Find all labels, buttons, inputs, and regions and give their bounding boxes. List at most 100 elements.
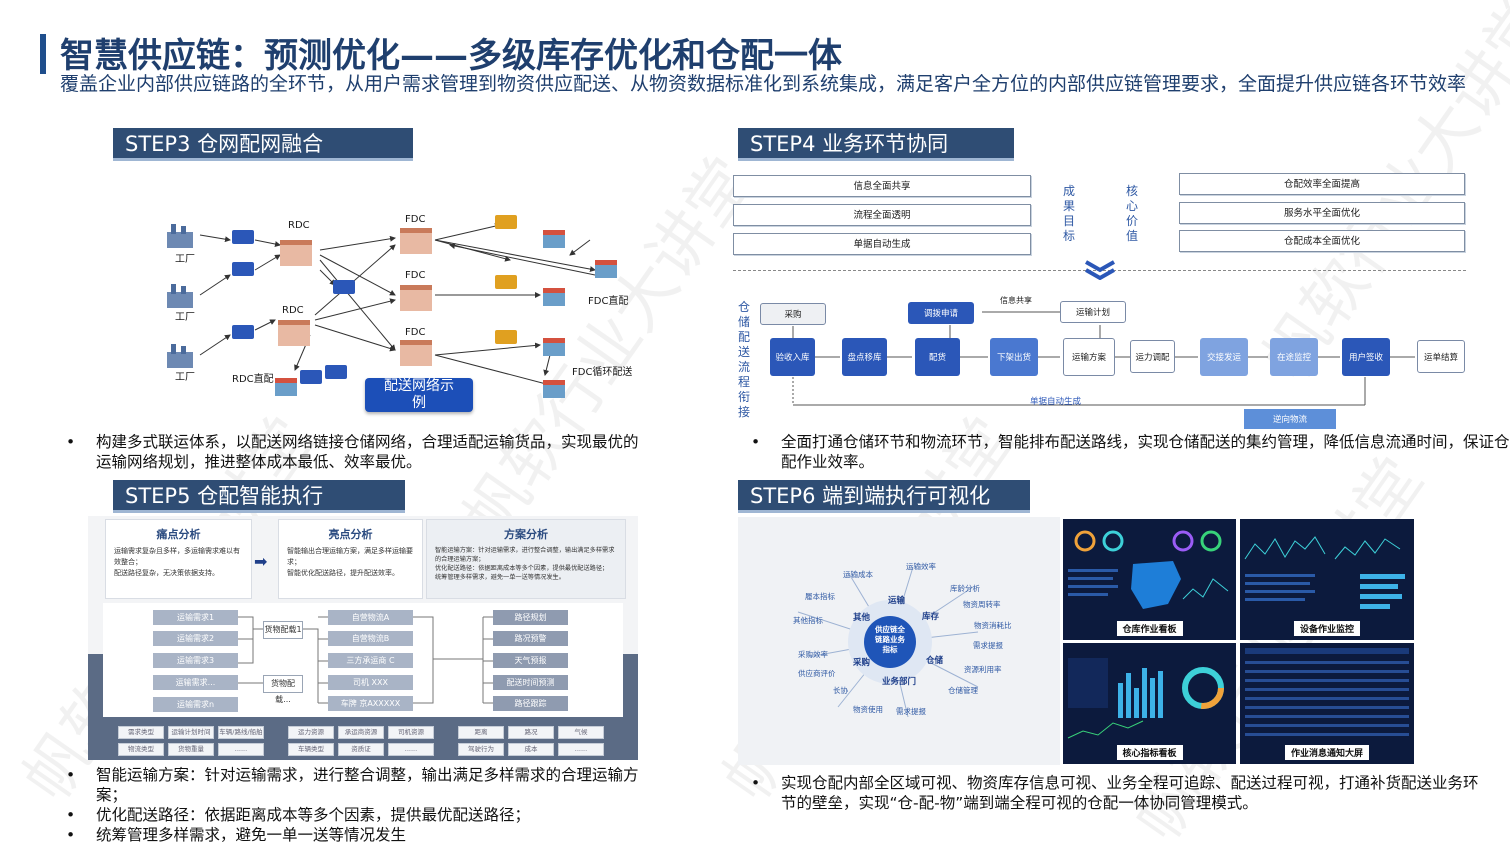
- panel-text: 智能运输方案：针对运输需求，进行整合调整，输出满足多样需求的合理运输方案； 优化…: [427, 542, 625, 586]
- step5-figure: 痛点分析 运输需求复杂且多样，多运输需求难以有效整合； 配送路径复杂，无决策依据…: [88, 516, 638, 760]
- flow-step-handover: 交接发运: [1200, 338, 1248, 376]
- output-box: 路径跟踪: [493, 696, 568, 711]
- fdc-label: FDC: [405, 270, 426, 281]
- ring-label: 库存: [922, 612, 940, 622]
- panel-item: 智能运输方案：针对运输需求，进行整合调整，输出满足多样需求的合理运输方案；: [435, 547, 615, 563]
- flow-step-inventory: 盘点移库: [842, 338, 887, 376]
- rdc-label: RDC: [282, 305, 304, 316]
- flow-step-transport-scheme: 运输方案: [1063, 338, 1115, 376]
- result-box: 信息全面共享: [733, 175, 1031, 197]
- output-box: 配送时间预测: [493, 675, 568, 690]
- factor-cell: 运力资源: [288, 726, 334, 739]
- pain-panel: 痛点分析 运输需求复杂且多样，多运输需求难以有效整合； 配送路径复杂，无决策依据…: [105, 519, 252, 599]
- value-box: 仓配效率全面提高: [1179, 173, 1465, 195]
- panel-item: 运输需求复杂且多样，多运输需求难以有效整合；: [114, 547, 240, 566]
- step6-heading: STEP6 端到端执行可视化: [738, 480, 1030, 513]
- output-box: 路况预警: [493, 631, 568, 646]
- demand-box: 运输需求1: [153, 610, 238, 625]
- branch-label: 需求提报: [973, 641, 1003, 650]
- fdc-label: FDC: [405, 214, 426, 225]
- output-box: 天气预报: [493, 653, 568, 668]
- carrier-box: 三方承运商 C: [328, 653, 413, 668]
- factor-cell: 驾驶行为: [458, 743, 504, 756]
- warehouse-icon: [280, 240, 312, 266]
- branch-label: 库龄分析: [950, 584, 980, 593]
- panel-title: 痛点分析: [156, 528, 201, 541]
- flow-step-dispatch: 运力调配: [1130, 340, 1175, 373]
- step3-network-diagram: 工厂 工厂 工厂 RDC RDC FDC FDC FDC FDC直配 FDC循环…: [150, 200, 670, 420]
- demand-box: 运输需求n: [153, 697, 238, 712]
- branch-label: 物资使用: [853, 705, 883, 714]
- carrier-box: 自营物流A: [328, 610, 413, 625]
- dashboard-warehouse: 仓库作业看板: [1063, 519, 1236, 640]
- warehouse-icon: [278, 320, 310, 346]
- panel-text: 智能输出合理运输方案，满足多样运输要求； 智能优化配送路径，提升配送效率。: [279, 542, 422, 583]
- factory-icon: [165, 280, 195, 310]
- title-accent-bar: [40, 34, 46, 74]
- branch-label: 长协: [833, 686, 848, 695]
- store-icon: [595, 260, 617, 278]
- factor-cell: 车辆/路线/船舶: [218, 726, 264, 739]
- truck-icon: [232, 262, 254, 276]
- output-box: 路径规划: [493, 610, 568, 625]
- bullet-item: 实现仓配内部全区域可视、物资库存信息可视、业务全程可追踪、配送过程可视，打通补货…: [745, 773, 1490, 813]
- bullet-item: 优化配送路径：依据距离成本等多个因素，提供最优配送路径；: [60, 805, 650, 825]
- value-label: 核心价值: [1125, 184, 1138, 243]
- fdc-loop-label: FDC循环配送: [572, 367, 633, 378]
- factor-cell: 资质证: [338, 743, 384, 756]
- step4-heading: STEP4 业务环节协同: [738, 128, 1014, 161]
- doc-auto-label: 单据自动生成: [1030, 397, 1082, 407]
- flow-step-user-sign: 用户签收: [1342, 338, 1390, 376]
- panel-item: 智能输出合理运输方案，满足多样运输要求；: [287, 547, 413, 566]
- flow-step-allocate: 配货: [915, 338, 960, 376]
- factory-icon: [165, 340, 195, 370]
- carrier-box: 自营物流B: [328, 631, 413, 646]
- factor-cell: ......: [558, 743, 604, 756]
- branch-label: 仓储管理: [948, 686, 978, 695]
- process-flow: 采购 调拨申请 信息共享 运输计划 验收入库 盘点移库 配货 下架出货 运输方案…: [760, 295, 1475, 430]
- bullet-item: 智能运输方案：针对运输需求，进行整合调整，输出满足多样需求的合理运输方案；: [60, 765, 650, 805]
- highlight-panel: 亮点分析 智能输出合理运输方案，满足多样运输要求； 智能优化配送路径，提升配送效…: [278, 519, 423, 599]
- panel-item: 智能优化配送路径，提升配送效率。: [287, 569, 399, 577]
- truck-icon: [232, 325, 254, 339]
- truck-icon: [232, 230, 254, 244]
- truck-icon: [495, 330, 517, 344]
- branch-label: 供应商评价: [798, 669, 836, 678]
- fdc-label: FDC: [405, 327, 426, 338]
- branch-label: 需求提报: [896, 707, 926, 716]
- branch-label: 物资周转率: [963, 600, 1001, 609]
- dashboard-graphic: [1068, 530, 1229, 609]
- truck-icon: [495, 215, 517, 229]
- factor-cell: 司机资源: [388, 726, 434, 739]
- flow-step-transfer-apply: 调拨申请: [908, 302, 974, 324]
- factor-cell: 气候: [558, 726, 604, 739]
- factory-label: 工厂: [175, 312, 195, 323]
- network-arrows: [199, 223, 596, 387]
- cargo-box: 货物配载1: [263, 621, 303, 639]
- flow-step-transport-plan: 运输计划: [1060, 301, 1126, 323]
- arrow-right-icon: ➡: [254, 552, 268, 571]
- dashboard-core: 核心指标看板: [1063, 643, 1236, 764]
- factor-cell: ......: [218, 743, 264, 756]
- carrier-box: 车牌 京AXXXXX: [328, 696, 413, 711]
- cargo-box: 货物配载...: [263, 675, 303, 704]
- dashboard-label: 仓库作业看板: [1116, 621, 1183, 636]
- flow-connectors: [792, 311, 1415, 406]
- warehouse-icon: [400, 340, 432, 366]
- mapping-area: 运输需求1 运输需求2 运输需求3 运输需求... 运输需求n 货物配载1 货物…: [103, 603, 623, 717]
- dashboard-graphic: [1245, 648, 1409, 736]
- factory-icon: [165, 220, 195, 250]
- warehouse-icon: [400, 285, 432, 311]
- store-icon: [543, 230, 565, 248]
- dashboard-graphic: [1067, 658, 1224, 739]
- factory-label: 工厂: [175, 372, 195, 383]
- fdc-direct-label: FDC直配: [588, 296, 629, 307]
- result-box: 流程全面透明: [733, 204, 1031, 226]
- flow-step-reverse: 逆向物流: [1244, 409, 1336, 429]
- step3-heading: STEP3 仓网配网融合: [113, 128, 413, 161]
- mindmap-center: 供应链全链路业务指标: [875, 625, 905, 654]
- factory-label: 工厂: [175, 254, 195, 265]
- factor-cell: 物流类型: [118, 743, 164, 756]
- panel-item: 统筹管理多样需求，避免一单一送等情况发生。: [435, 574, 565, 581]
- step4-bullets: 全面打通仓储环节和物流环节，智能排布配送路线，实现仓储配送的集约管理，降低信息流…: [745, 432, 1510, 472]
